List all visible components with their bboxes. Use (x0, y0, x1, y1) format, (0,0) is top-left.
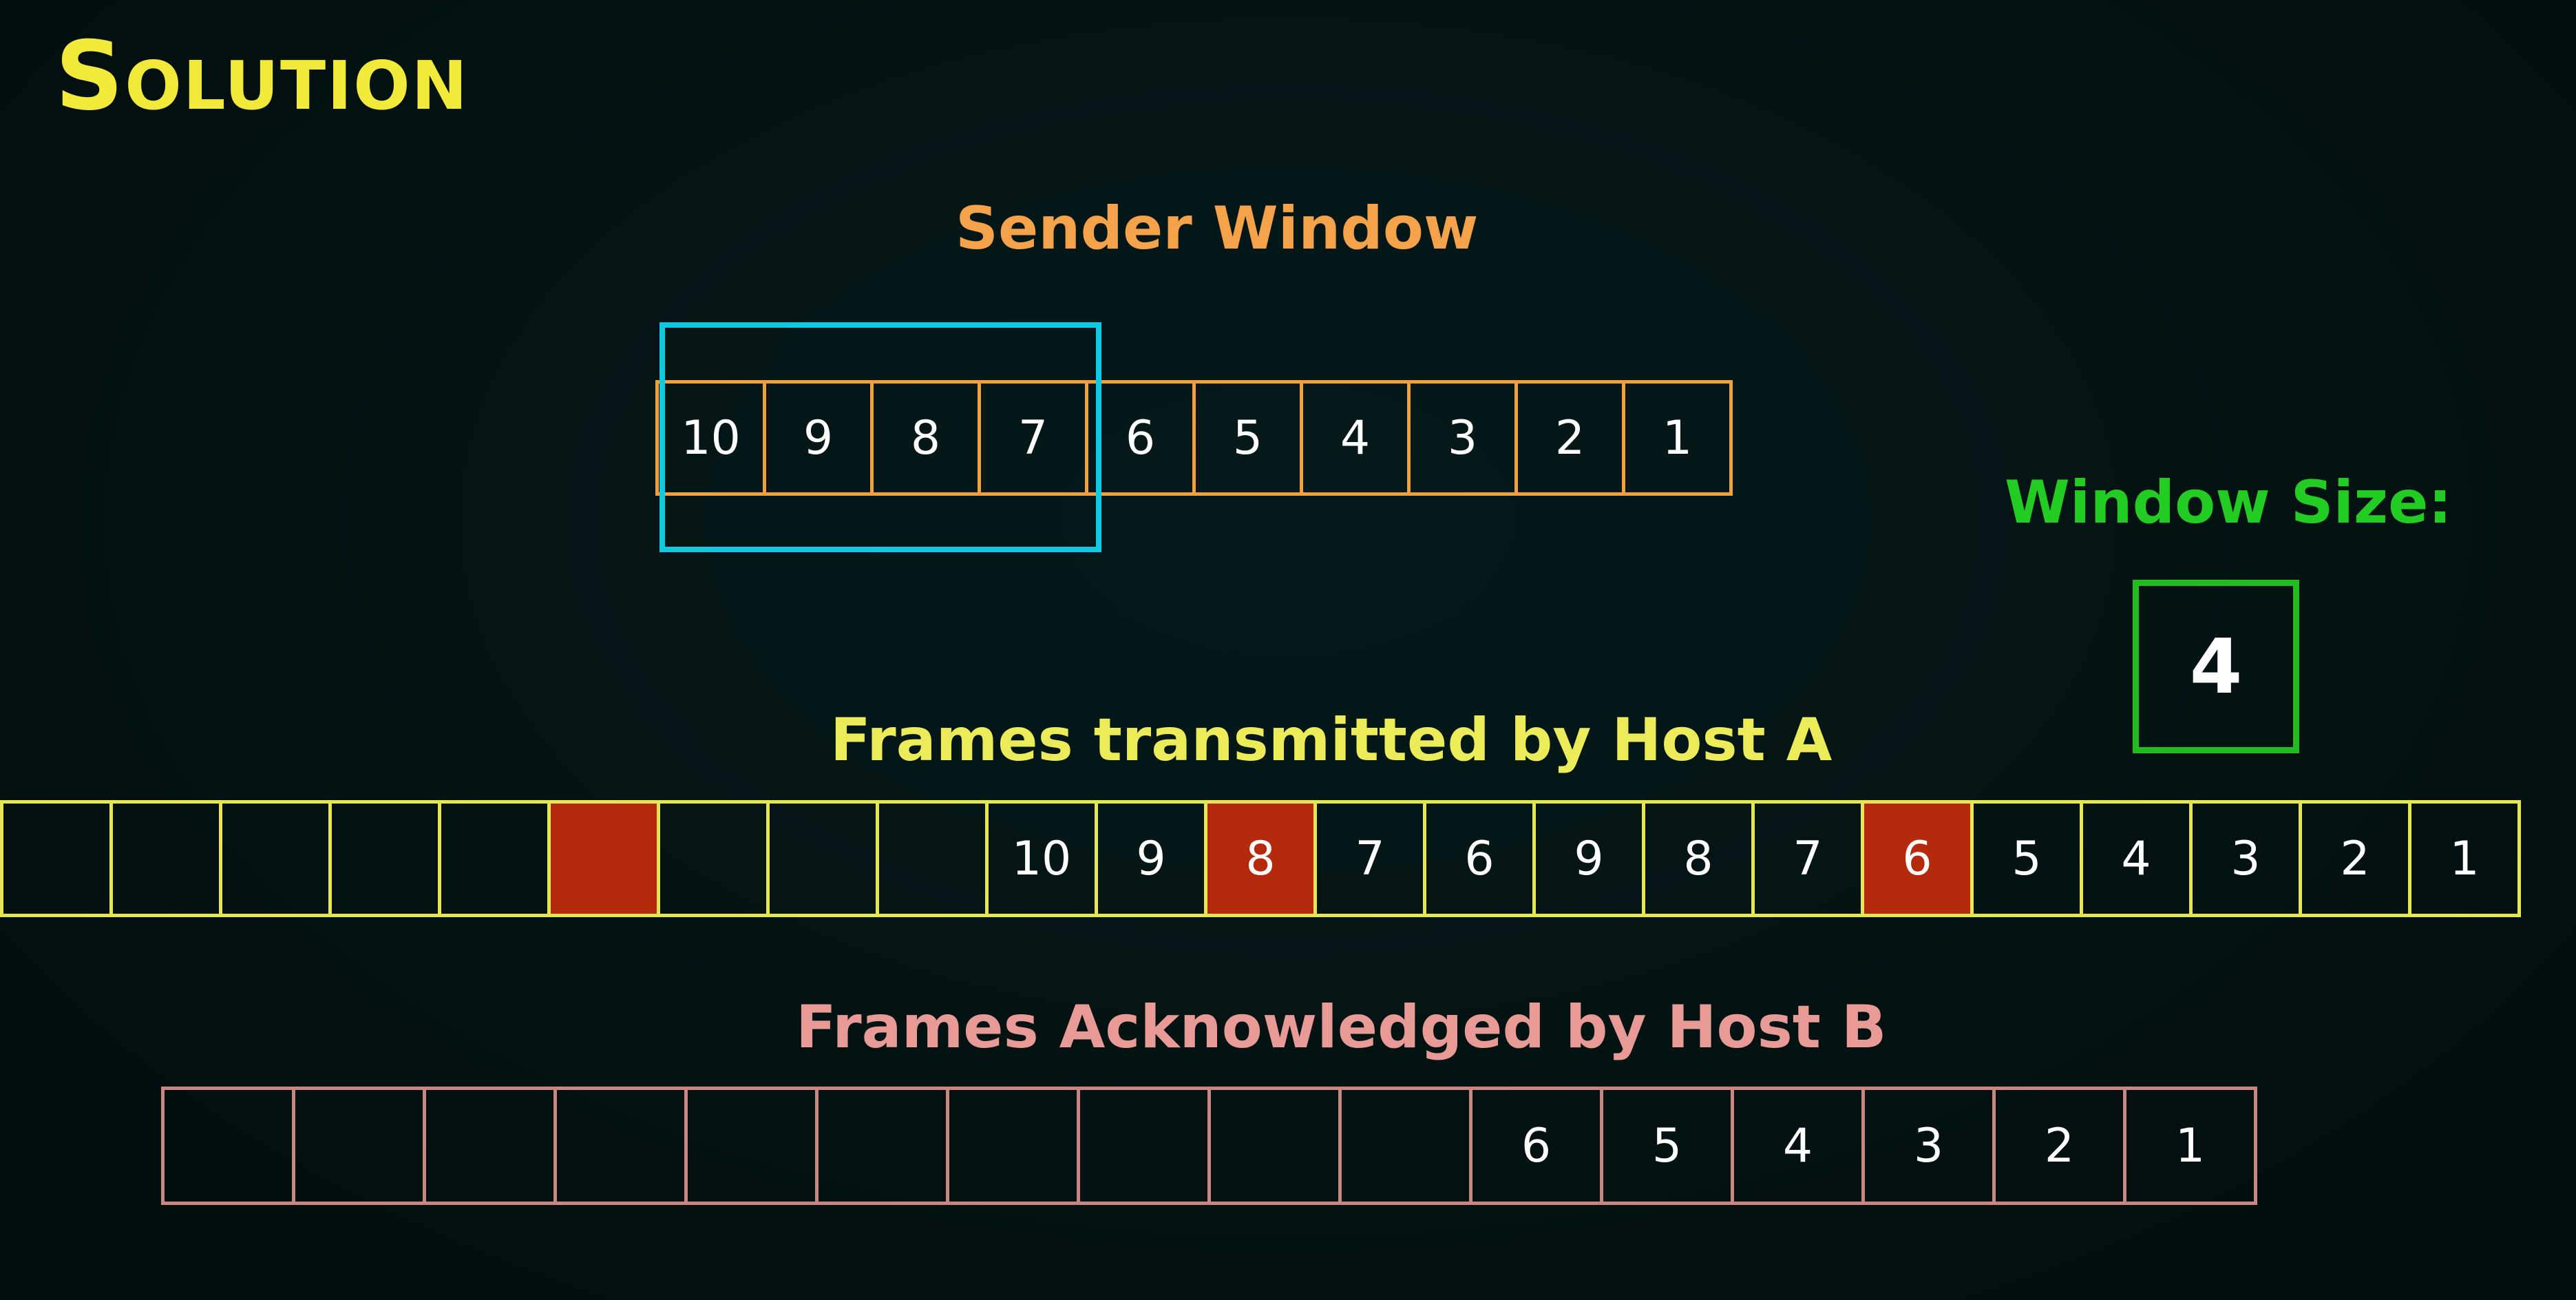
window-size-value: 4 (2133, 580, 2299, 753)
sender-frame-cell: 5 (1192, 380, 1303, 496)
acknowledged-frame-cell: 3 (1861, 1087, 1996, 1205)
sender-frame-cell: 4 (1300, 380, 1411, 496)
transmitted-frame-cell (438, 800, 551, 917)
sender-frame-cell: 6 (1085, 380, 1196, 496)
acknowledged-frame-cell: 1 (2123, 1087, 2257, 1205)
transmitted-frame-cell: 2 (2299, 800, 2411, 917)
acknowledged-frame-cell (946, 1087, 1080, 1205)
acknowledged-frame-cell (684, 1087, 819, 1205)
transmitted-frame-cell-lost (547, 800, 660, 917)
slide-title: Solution (55, 21, 469, 132)
acknowledged-frame-cell (423, 1087, 557, 1205)
sender-frame-cell: 3 (1407, 380, 1518, 496)
transmitted-frame-cell: 3 (2189, 800, 2302, 917)
acknowledged-frame-cell (815, 1087, 949, 1205)
transmitted-frame-cell: 9 (1095, 800, 1207, 917)
transmitted-frame-cell: 8 (1642, 800, 1755, 917)
acknowledged-frame-cell: 5 (1600, 1087, 1734, 1205)
transmitted-frame-cell: 9 (1532, 800, 1645, 917)
transmitted-frame-cell (219, 800, 332, 917)
acknowledged-frame-cell (1207, 1087, 1342, 1205)
sliding-window-frame (659, 322, 1101, 552)
sender-frame-cell: 2 (1514, 380, 1625, 496)
acknowledged-frame-cell (161, 1087, 295, 1205)
transmitted-frame-cell (328, 800, 441, 917)
acknowledged-frame-cell: 4 (1731, 1087, 1865, 1205)
acknowledged-frames-label: Frames Acknowledged by Host B (796, 993, 1887, 1062)
transmitted-frame-cell (876, 800, 989, 917)
transmitted-frame-cell: 4 (2080, 800, 2193, 917)
transmitted-frame-cell: 5 (1970, 800, 2083, 917)
acknowledged-frame-cell (1338, 1087, 1472, 1205)
sender-frame-cell: 1 (1622, 380, 1733, 496)
transmitted-frame-cell: 6 (1423, 800, 1536, 917)
transmitted-frame-cell-lost: 6 (1861, 800, 1974, 917)
transmitted-frame-cell: 7 (1751, 800, 1864, 917)
transmitted-frame-cell (0, 800, 113, 917)
acknowledged-frame-cell: 6 (1469, 1087, 1603, 1205)
window-size-label: Window Size: (2005, 468, 2452, 537)
transmitted-frame-cell: 1 (2408, 800, 2521, 917)
acknowledged-frame-cell (553, 1087, 688, 1205)
transmitted-frame-cell (109, 800, 222, 917)
transmitted-frame-cell (657, 800, 770, 917)
transmitted-frame-cell (766, 800, 879, 917)
transmitted-frame-cell: 7 (1313, 800, 1426, 917)
transmitted-frame-cell-lost: 8 (1204, 800, 1317, 917)
acknowledged-frame-cell: 2 (1992, 1087, 2126, 1205)
acknowledged-frame-cell (292, 1087, 426, 1205)
transmitted-frames-label: Frames transmitted by Host A (830, 706, 1833, 775)
acknowledged-frame-cell (1077, 1087, 1211, 1205)
sender-window-label: Sender Window (956, 194, 1479, 263)
transmitted-frame-cell: 10 (985, 800, 1098, 917)
